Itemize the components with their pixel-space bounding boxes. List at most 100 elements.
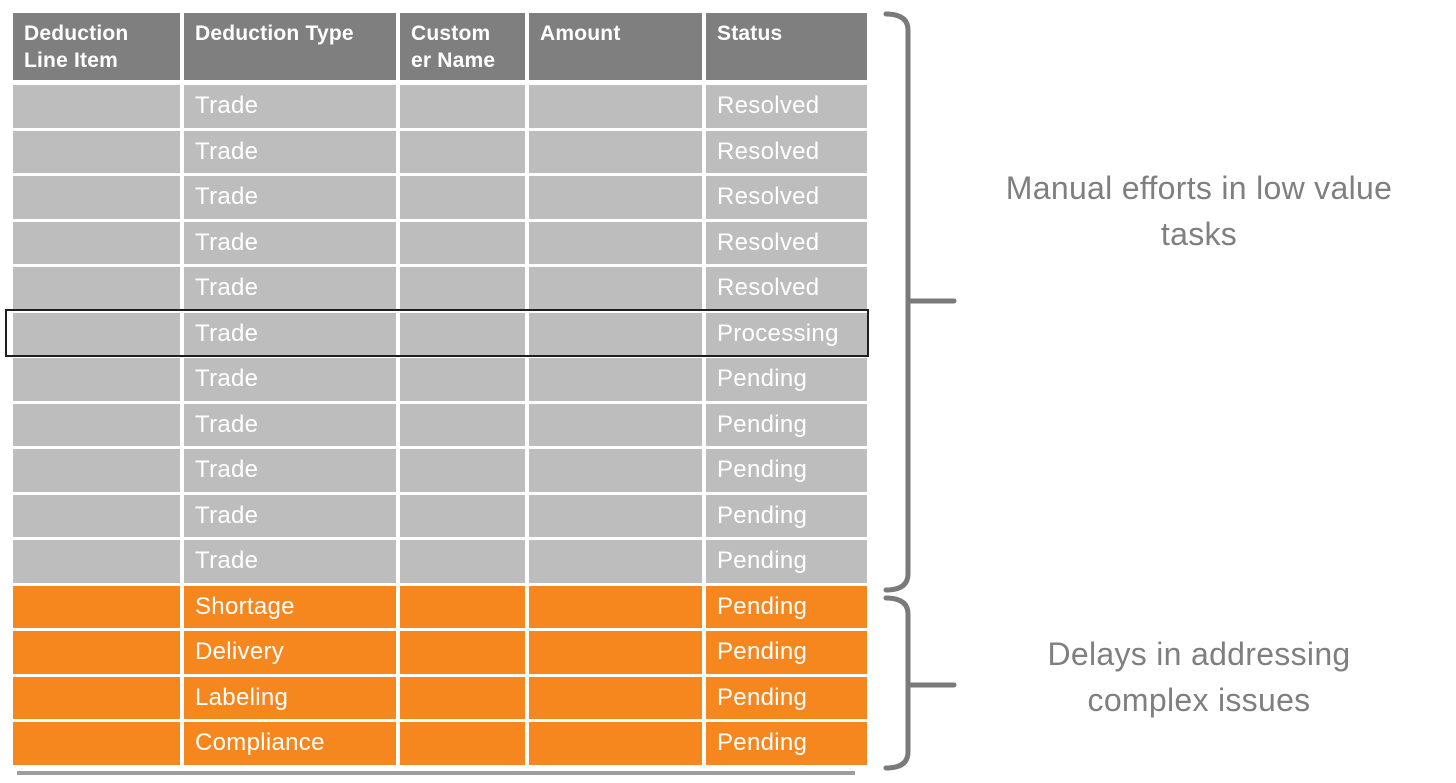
cell-deduction-line-item (13, 267, 180, 310)
cell-amount (529, 631, 702, 674)
cell-deduction-type: Trade (184, 130, 396, 173)
cell-deduction-type: Trade (184, 494, 396, 537)
annotation-manual-efforts: Manual efforts in low value tasks (1005, 170, 1393, 252)
cell-amount (529, 85, 702, 128)
table-row: Trade Pending (13, 403, 867, 446)
cell-customer-name (400, 449, 525, 492)
cell-status: Pending (706, 631, 867, 674)
deductions-table: Deduction Line Item Deduction Type Custo… (5, 13, 869, 768)
cell-customer-name (400, 85, 525, 128)
cell-deduction-line-item (13, 540, 180, 583)
cell-deduction-type: Trade (184, 449, 396, 492)
cell-status: Pending (706, 585, 867, 628)
cell-deduction-type: Shortage (184, 585, 396, 628)
cell-amount (529, 494, 702, 537)
cell-amount (529, 358, 702, 401)
cell-status: Pending (706, 403, 867, 446)
brace-manual-efforts (883, 11, 957, 593)
cell-deduction-type: Trade (184, 267, 396, 310)
table-row: Trade Resolved (13, 176, 867, 219)
cell-status: Pending (706, 494, 867, 537)
cell-deduction-line-item (13, 631, 180, 674)
table-row: Trade Resolved (13, 267, 867, 310)
cell-status: Resolved (706, 85, 867, 128)
column-header-amount: Amount (529, 13, 702, 80)
cell-deduction-line-item (13, 85, 180, 128)
table-row: Trade Pending (13, 494, 867, 537)
cell-customer-name (400, 267, 525, 310)
cell-deduction-line-item (13, 176, 180, 219)
table-row: Trade Processing (5, 308, 869, 357)
table-row: Trade Resolved (13, 130, 867, 173)
cell-amount (529, 585, 702, 628)
table-row: Shortage Pending (13, 585, 867, 628)
cell-customer-name (400, 403, 525, 446)
cell-status: Resolved (706, 176, 867, 219)
cell-deduction-line-item (13, 221, 180, 264)
cell-deduction-line-item (13, 130, 180, 173)
cell-status: Processing (706, 312, 867, 355)
column-header-customer-name: Custom er Name (400, 13, 525, 80)
cell-status: Resolved (706, 130, 867, 173)
cell-amount (529, 267, 702, 310)
cell-status: Resolved (706, 221, 867, 264)
cell-amount (529, 221, 702, 264)
cell-deduction-line-item (13, 403, 180, 446)
cell-amount (529, 130, 702, 173)
cell-deduction-type: Compliance (184, 722, 396, 765)
cell-status: Pending (706, 722, 867, 765)
cell-deduction-type: Trade (184, 540, 396, 583)
cell-status: Resolved (706, 267, 867, 310)
cell-amount (529, 540, 702, 583)
cell-deduction-line-item (13, 312, 180, 355)
cell-deduction-type: Delivery (184, 631, 396, 674)
cell-customer-name (400, 358, 525, 401)
cell-amount (529, 676, 702, 719)
cell-deduction-line-item (13, 358, 180, 401)
cell-customer-name (400, 312, 525, 355)
annotation-delays: Delays in addressing complex issues (1047, 636, 1351, 718)
column-header-deduction-type: Deduction Type (184, 13, 396, 80)
table-row: Delivery Pending (13, 631, 867, 674)
cell-deduction-type: Trade (184, 358, 396, 401)
cell-status: Pending (706, 676, 867, 719)
brace-lower-body (883, 595, 911, 771)
cell-customer-name (400, 176, 525, 219)
table-header-row: Deduction Line Item Deduction Type Custo… (13, 13, 867, 80)
cell-amount (529, 403, 702, 446)
table-row: Trade Pending (13, 449, 867, 492)
table-body: Trade Resolved Trade Resolved Trade Reso… (5, 85, 869, 765)
cell-deduction-line-item (13, 585, 180, 628)
cell-amount (529, 722, 702, 765)
cell-amount (529, 449, 702, 492)
column-header-status: Status (706, 13, 867, 80)
cell-deduction-type: Trade (184, 176, 396, 219)
cell-customer-name (400, 540, 525, 583)
brace-complex-issues (883, 595, 957, 771)
cell-deduction-type: Trade (184, 312, 396, 355)
cell-deduction-line-item (13, 449, 180, 492)
cell-amount (529, 176, 702, 219)
cell-status: Pending (706, 449, 867, 492)
table-row: Compliance Pending (13, 722, 867, 765)
cell-customer-name (400, 585, 525, 628)
cell-status: Pending (706, 540, 867, 583)
table-row: Trade Resolved (13, 221, 867, 264)
cell-deduction-line-item (13, 722, 180, 765)
table-bottom-shadow (17, 771, 855, 775)
brace-group (883, 11, 957, 771)
cell-customer-name (400, 631, 525, 674)
cell-deduction-type: Trade (184, 221, 396, 264)
cell-customer-name (400, 676, 525, 719)
cell-amount (529, 312, 702, 355)
brace-upper-body (883, 11, 911, 593)
table-row: Trade Pending (13, 540, 867, 583)
cell-deduction-line-item (13, 494, 180, 537)
table-row: Trade Pending (13, 358, 867, 401)
table-row: Trade Resolved (13, 85, 867, 128)
cell-status: Pending (706, 358, 867, 401)
table-row: Labeling Pending (13, 676, 867, 719)
cell-customer-name (400, 130, 525, 173)
cell-deduction-type: Trade (184, 85, 396, 128)
